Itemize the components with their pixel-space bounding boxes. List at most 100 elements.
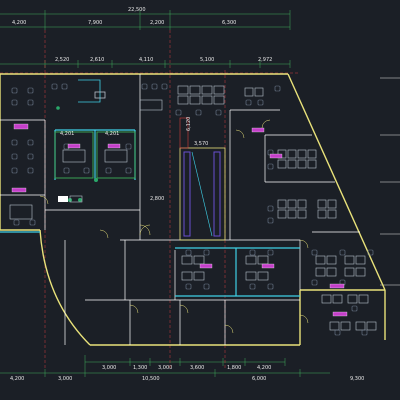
chair-icon — [175, 109, 182, 116]
chair-icon — [161, 83, 168, 90]
plants — [56, 106, 98, 202]
dim-bottom-row1: 3,600 — [190, 365, 204, 371]
meeting-rooms — [54, 131, 136, 179]
chair-icon — [367, 249, 374, 256]
dim-top-overall: 22,500 — [128, 7, 146, 13]
chair-icon — [11, 139, 18, 146]
chair-icon — [125, 167, 132, 174]
reception-desk — [78, 79, 106, 103]
chair-icon — [267, 249, 274, 256]
chair-icon — [151, 83, 158, 90]
door-swing-icon — [299, 314, 309, 324]
dim-inner-left: 4,201 — [105, 131, 119, 137]
meeting-room-a — [54, 131, 94, 179]
dim-top-row1: 6,300 — [222, 20, 236, 26]
door-swing-icon — [299, 239, 309, 249]
cabinet-strip — [179, 117, 226, 241]
chair-icon — [125, 143, 132, 150]
bottom-dimension-chain — [0, 355, 330, 377]
chair-icon — [274, 85, 281, 92]
chair-icon — [141, 83, 148, 90]
chair-icon — [11, 167, 18, 174]
room-tag-icon — [269, 153, 283, 159]
room-tag-icon — [11, 187, 27, 193]
room-tag-icon — [199, 263, 213, 269]
chair-icon — [203, 283, 210, 290]
door-swing-icon — [224, 324, 234, 334]
chair-icon — [11, 87, 18, 94]
chair-icon — [249, 283, 256, 290]
workstations-top-right — [177, 85, 264, 105]
dim-top-row1: 7,900 — [88, 20, 102, 26]
chair-icon — [11, 99, 18, 106]
potted-plant-icon — [56, 106, 60, 110]
dim-bottom-row2: 3,000 — [58, 376, 72, 382]
potted-plant-icon — [94, 178, 98, 182]
chair-icon — [361, 329, 368, 336]
door-swings — [39, 119, 309, 334]
dim-bottom-row2: 9,300 — [350, 376, 364, 382]
workstations-lower-right — [315, 255, 377, 331]
chair-icon — [249, 249, 256, 256]
top-dimension-chain — [0, 10, 291, 68]
chair-icon — [27, 139, 34, 146]
conference-tables — [9, 99, 163, 220]
dim-inner-mid: 2,800 — [150, 196, 164, 202]
chair-icon — [27, 99, 34, 106]
storage-cabinet-right — [213, 151, 221, 237]
chair-icon — [311, 279, 318, 286]
workstations-right-mid — [277, 149, 337, 219]
chair-icon — [195, 109, 202, 116]
storage-cabinet-left — [183, 151, 191, 237]
chair-icon — [61, 83, 68, 90]
potted-plant-icon — [78, 198, 82, 202]
chair-icon — [27, 153, 34, 160]
right-gridline-ticks — [380, 77, 400, 286]
dim-bottom-row2: 10,500 — [142, 376, 160, 382]
chair-icon — [185, 283, 192, 290]
exterior-walls — [0, 73, 386, 346]
dim-top-row1: 2,200 — [150, 20, 164, 26]
room-tag-icon — [329, 283, 345, 289]
dim-inner-mid: 3,570 — [194, 141, 208, 147]
chair-icon — [215, 109, 222, 116]
chair-icon — [11, 153, 18, 160]
chair-icon — [51, 83, 58, 90]
dim-top-row2: 2,610 — [90, 57, 104, 63]
door-swing-icon — [139, 224, 151, 236]
reception-counter — [58, 195, 83, 203]
dim-top-row2: 2,520 — [55, 57, 69, 63]
dim-inner-left: 4,201 — [60, 131, 74, 137]
room-tag-icon — [332, 311, 348, 317]
room-tags — [11, 123, 348, 317]
room-tag-icon — [251, 127, 265, 133]
chair-icon — [245, 99, 252, 106]
door-swing-icon — [179, 304, 189, 314]
door-swing-icon — [99, 229, 109, 239]
meeting-room-b — [96, 131, 136, 179]
chair-icon — [27, 167, 34, 174]
chair-icon — [83, 167, 90, 174]
room-tag-icon — [261, 263, 275, 269]
chair-icon — [351, 305, 358, 312]
room-tag-icon — [67, 143, 81, 149]
dim-top-row2: 5,100 — [200, 57, 214, 63]
chairs-layer — [11, 83, 374, 336]
dim-bottom-row1: 4,200 — [257, 365, 271, 371]
chair-icon — [29, 219, 36, 226]
chair-icon — [311, 249, 318, 256]
workstations-center-lower — [181, 255, 269, 281]
dim-top-row2: 2,972 — [258, 57, 272, 63]
dim-bottom-row2: 6,000 — [252, 376, 266, 382]
chair-icon — [267, 205, 274, 212]
room-tag-icon — [13, 123, 29, 130]
dim-bottom-row1: 1,800 — [227, 365, 241, 371]
chair-icon — [339, 249, 346, 256]
dim-top-row1: 4,200 — [12, 20, 26, 26]
chair-icon — [63, 167, 70, 174]
door-swing-icon — [139, 224, 151, 236]
chair-icon — [334, 329, 341, 336]
dim-bottom-row1: 1,300 — [133, 365, 147, 371]
